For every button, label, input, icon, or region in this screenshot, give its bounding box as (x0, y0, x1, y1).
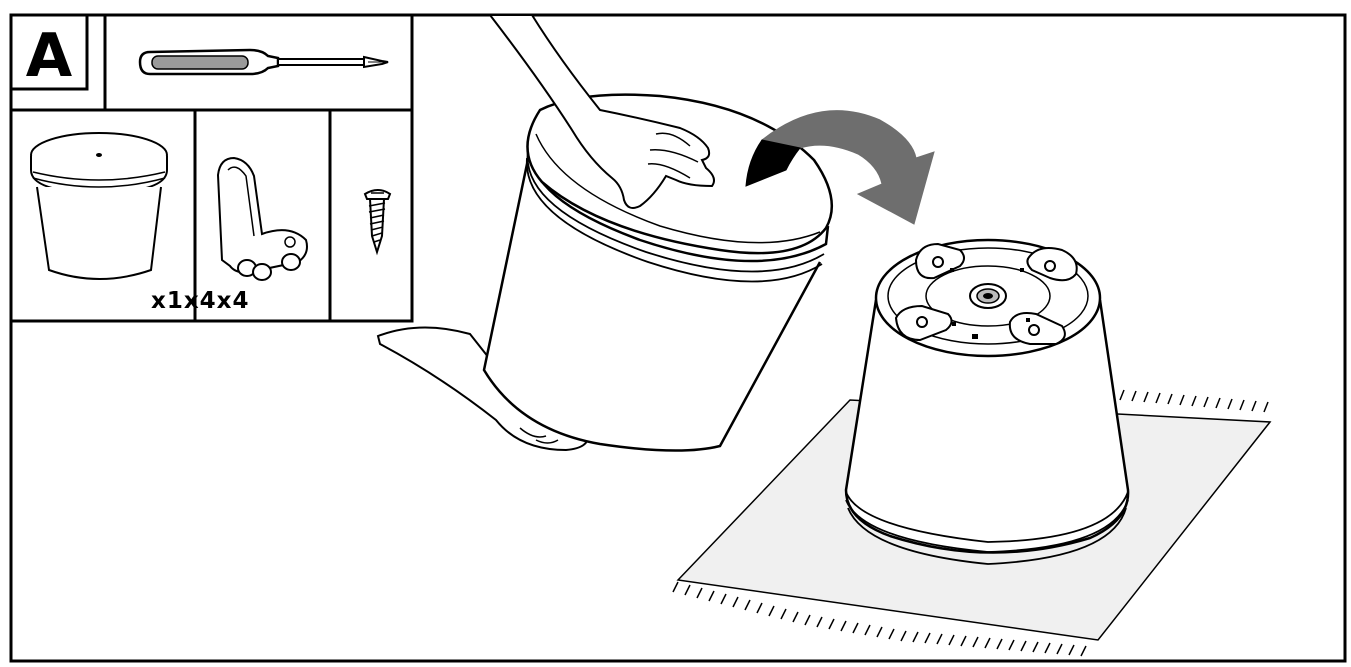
tool-box (105, 15, 412, 110)
drain-plug-icon (970, 284, 1006, 308)
step-label-box: A (11, 15, 87, 91)
parts-box: x1x4x4 (11, 110, 412, 321)
step-letter: A (26, 21, 73, 91)
parts-quantity-label: x1x4x4 (151, 288, 250, 314)
inverted-cooler (846, 240, 1128, 564)
cooler-body-icon (31, 133, 167, 279)
